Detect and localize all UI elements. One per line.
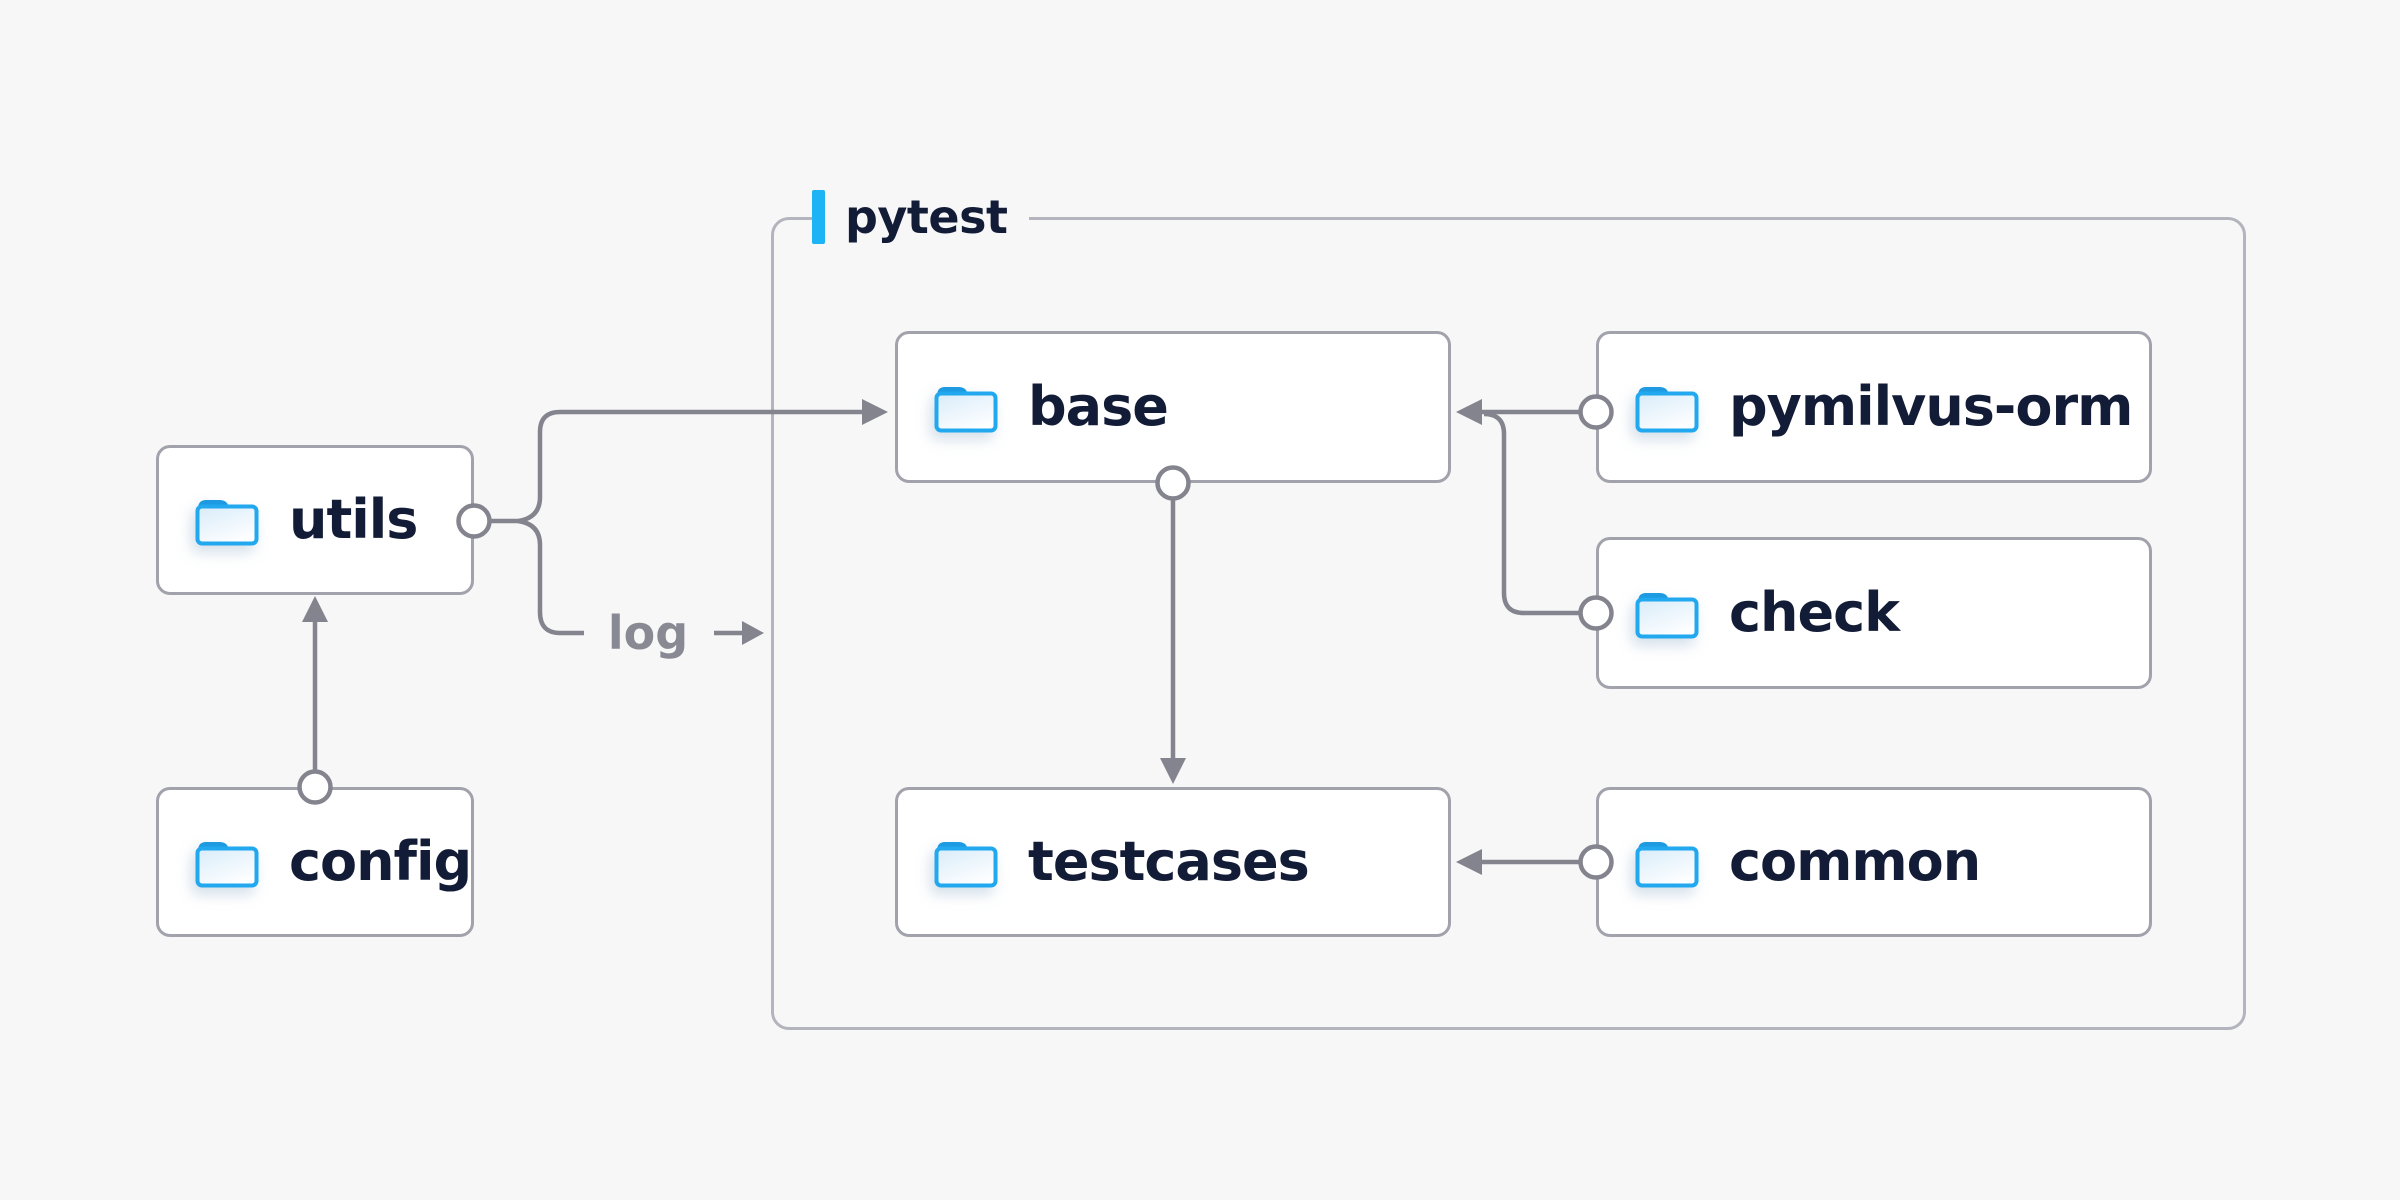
node-check: check <box>1596 537 2152 689</box>
folder-icon <box>193 493 261 547</box>
node-label: pymilvus-orm <box>1729 375 2133 438</box>
pytest-container <box>771 217 2246 1030</box>
folder-icon <box>1633 586 1701 640</box>
edge-line <box>517 518 584 636</box>
node-label: common <box>1729 830 1981 893</box>
node-utils: utils <box>156 445 474 595</box>
log-edge-label: log <box>607 606 689 660</box>
pytest-label: pytest <box>845 190 1008 244</box>
folder-icon <box>932 380 1000 434</box>
node-common: common <box>1596 787 2152 937</box>
pytest-container-label: pytest <box>812 186 1030 248</box>
arrowhead-icon <box>302 596 328 622</box>
folder-icon <box>932 835 1000 889</box>
arrowhead-icon <box>742 621 764 645</box>
node-pymilvus-orm: pymilvus-orm <box>1596 331 2152 483</box>
folder-icon <box>1633 380 1701 434</box>
node-label: check <box>1729 581 1900 644</box>
folder-icon <box>193 835 261 889</box>
node-label: utils <box>289 488 418 551</box>
node-label: config <box>289 830 472 893</box>
node-label: testcases <box>1028 830 1310 893</box>
edge-config-to-utils <box>302 596 328 772</box>
folder-icon <box>1633 835 1701 889</box>
node-config: config <box>156 787 474 937</box>
node-label: base <box>1028 375 1169 438</box>
node-testcases: testcases <box>895 787 1451 937</box>
node-base: base <box>895 331 1451 483</box>
pytest-accent-bar <box>812 190 825 244</box>
